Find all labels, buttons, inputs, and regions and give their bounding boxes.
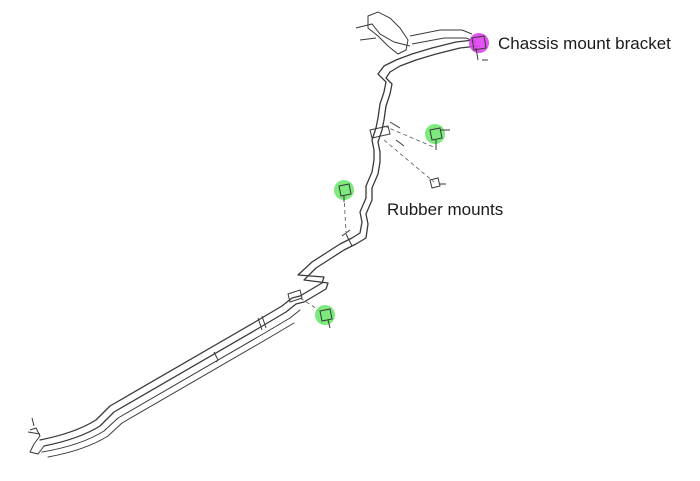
line-assembly <box>27 11 479 458</box>
left-end-stub <box>27 417 41 435</box>
connector-mark-2 <box>213 351 219 363</box>
rubber-mount-small-part <box>429 177 446 189</box>
rubber-mount-lower-right-part <box>429 177 446 189</box>
tube-outer-b <box>43 45 479 447</box>
chassis-bracket-highlight <box>469 33 489 53</box>
top-end-fitting <box>367 11 409 55</box>
leader-upper-right <box>383 125 437 149</box>
left-end-fitting <box>29 427 45 455</box>
rubber-mount-highlight-upper <box>425 124 445 144</box>
chassis-bracket-part <box>471 35 488 61</box>
tube-outer-a <box>39 39 475 441</box>
clip-mid <box>369 125 391 139</box>
bracket-arm <box>389 121 405 147</box>
rubber-mounts-label: Rubber mounts <box>387 200 504 219</box>
tube-inner-b <box>47 322 295 458</box>
rubber-mount-part-upper <box>429 127 450 150</box>
leader-upper-right-b <box>383 139 435 183</box>
top-branch <box>409 29 477 45</box>
rubber-mount-middle <box>334 180 354 202</box>
tube-inner-a <box>41 309 301 453</box>
top-end-fitting-2 <box>355 23 411 47</box>
leader-left-mount <box>343 195 347 233</box>
rubber-mount-highlight-lower <box>315 305 335 325</box>
rubber-mount-part-middle <box>338 183 352 202</box>
chassis-mount-bracket-label: Chassis mount bracket <box>498 34 671 53</box>
connector-mark-1 <box>257 315 267 331</box>
chassis-mount-bracket <box>469 33 489 61</box>
rubber-mount-lower <box>315 305 335 329</box>
rubber-mount-part-lower <box>319 308 333 329</box>
clip-lower <box>287 289 303 303</box>
connector-mark-3 <box>341 229 353 247</box>
rubber-mount-upper <box>425 124 450 150</box>
